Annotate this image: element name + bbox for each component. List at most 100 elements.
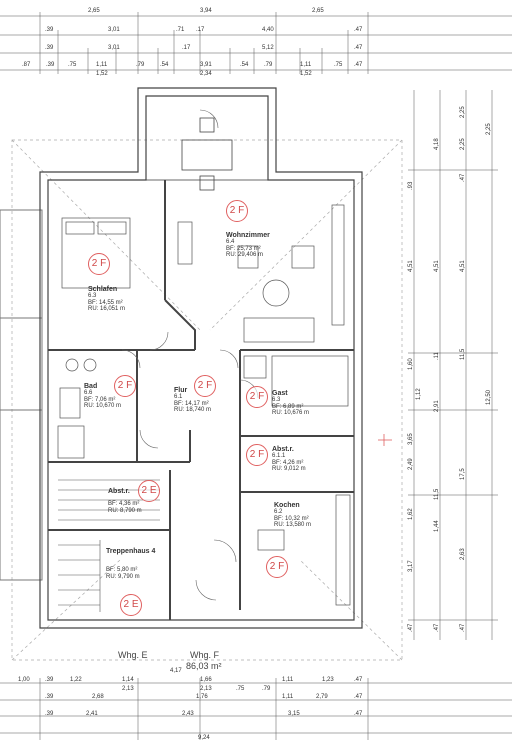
dim-top-5-b: 2,34 [200,71,212,77]
room-schlafen: Schlafen 6.3 BF: 14,55 m² RU: 16,051 m [88,286,125,312]
dim-bottom-2-a: 2,13 [122,686,134,692]
room-name: Abst.r. [108,488,130,495]
right-dimension-lines [408,90,498,640]
room-flur: Flur 6.1 BF: 14,17 m² RU: 18,740 m [174,387,211,413]
dim-bottom-3-e: 2,79 [316,694,328,700]
interior-walls [48,180,354,620]
room-wohnzimmer: Wohnzimmer 6.4 BF: 25,73 m² RU: 29,406 m [226,232,270,258]
dim-bottom-4-b: 2,41 [86,711,98,717]
dim-top-4-j: 1,11 [300,62,312,68]
badge-abstellraum-f: 2 F [246,444,268,466]
badge-schlafen: 2 F [88,253,110,275]
dim-bottom-1-a: 1,00 [18,677,30,683]
room-ru: RU: 9,790 m [106,573,140,580]
bottom-dimension-lines [0,678,512,740]
dim-right-1-e: 3,65 [408,433,414,445]
dim-top-2-e: 4,40 [262,27,274,33]
staircase [58,479,160,612]
room-bf: BF: 14,55 m² [88,299,123,306]
dim-right-3-g: 2,63 [460,548,466,560]
dim-right-3-e: 11,5 [460,348,466,360]
room-ru: RU: 29,406 m [226,251,264,258]
furniture [57,204,351,606]
exterior-walls [39,87,363,629]
dim-bottom-2-c: 2,13 [200,686,212,692]
room-bad: Bad 6.6 BF: 7,06 m² RU: 10,670 m [84,383,121,409]
dim-right-2-c: .11 [434,352,440,360]
dim-bottom-3-c: 1,76 [196,694,208,700]
dim-bottom-1-h: .47 [354,677,363,683]
dim-top-4-i: .79 [264,62,273,68]
room-treppenhaus: Treppenhaus 4 BF: 5,80 m² RU: 9,790 m [106,548,155,580]
dim-right-2-b: 4,51 [434,260,440,272]
red-marker [378,434,392,446]
dim-top-1-b: 3,94 [200,8,212,14]
room-bf: BF: 4,26 m² [272,459,304,466]
dim-bottom-4-d: 3,15 [288,711,300,717]
room-ru: RU: 18,740 m [174,406,212,413]
dim-top-2-f: .47 [354,27,363,33]
room-bf: BF: 10,32 m² [274,515,309,522]
dim-bottom-4-e: .47 [354,711,363,717]
door-swings [121,109,259,601]
dim-right-2-d: 2,91 [434,400,440,412]
dim-right-3-a: 2,25 [460,106,466,118]
dim-bottom-1-c: 1,22 [70,677,82,683]
dim-top-2-a: .39 [45,27,54,33]
dim-bottom-3-d: 1,11 [282,694,294,700]
badge-wohnzimmer: 2 F [226,200,248,222]
dim-bottom-4-a: .39 [45,711,54,717]
dim-right-3-c: .47 [460,173,466,182]
room-ru: RU: 8,790 m [108,507,142,514]
badge-gast: 2 F [246,386,268,408]
dim-top-3-a: .39 [45,45,54,51]
dim-top-4-b: .39 [46,62,55,68]
room-bf: BF: 7,06 m² [84,396,116,403]
badge-treppenhaus: 2 E [120,594,142,616]
dim-top-4-c: .75 [68,62,77,68]
dim-right-3-h: .47 [460,623,466,632]
dim-bottom-1-e: 1,66 [200,677,212,683]
dim-right-3-d: 4,51 [460,260,466,272]
dim-right-2-g: .47 [434,623,440,632]
dim-bottom-1-f: 1,11 [282,677,294,683]
dim-top-4-k: .75 [334,62,343,68]
room-number: 6.3 [272,397,281,404]
room-name: Wohnzimmer [226,232,270,239]
room-bf: BF: 14,17 m² [174,400,209,407]
room-number: 6.1 [174,394,183,401]
room-ru: RU: 13,580 m [274,521,312,528]
balcony-bay [145,95,269,191]
room-number: 6.1.1 [272,453,286,460]
dim-right-4-a: 2,25 [486,123,492,135]
dim-bottom-1-g: 1,23 [322,677,334,683]
dim-top-4-g: 3,91 [200,62,212,68]
badge-abstellraum-e: 2 E [138,480,160,502]
room-kochen: Kochen 6.2 BF: 10,32 m² RU: 13,580 m [274,502,311,528]
room-abstellraum-f: Abst.r. 6.1.1 BF: 4,26 m² RU: 9,012 m [272,446,306,472]
dim-top-2-b: 3,01 [108,27,120,33]
dim-right-1-h: 3,17 [408,560,414,572]
neighbour-unit-walls [0,209,43,581]
room-bf: BF: 5,80 m² [106,567,138,574]
dim-top-3-d: 5,12 [262,45,274,51]
room-ru: RU: 9,012 m [272,465,306,472]
dim-top-5-c: 1,52 [300,71,312,77]
dim-top-4-d: 1,11 [96,62,108,68]
dim-bottom-3-a: .39 [45,694,54,700]
room-ru: RU: 10,670 m [84,402,122,409]
room-abstellraum-e: Abst.r. BF: 4,36 m² RU: 8,790 m [108,488,142,514]
room-number: 6.3 [88,293,97,300]
dim-bottom-5-a: 9,24 [198,735,210,741]
dim-top-4-f: .54 [160,62,169,68]
dim-right-2-a: 4,18 [434,138,440,150]
dim-right-1-c: 1,60 [408,358,414,370]
dim-bottom-2-d: .79 [262,686,271,692]
dim-right-1-b: 4,51 [408,260,414,272]
dim-right-1-f: 2,49 [408,458,414,470]
unit-label-e: Whg. E [118,650,148,660]
top-dimension-lines [0,12,512,74]
dim-top-5-a: 1,52 [96,71,108,77]
room-name: Treppenhaus 4 [106,548,156,555]
